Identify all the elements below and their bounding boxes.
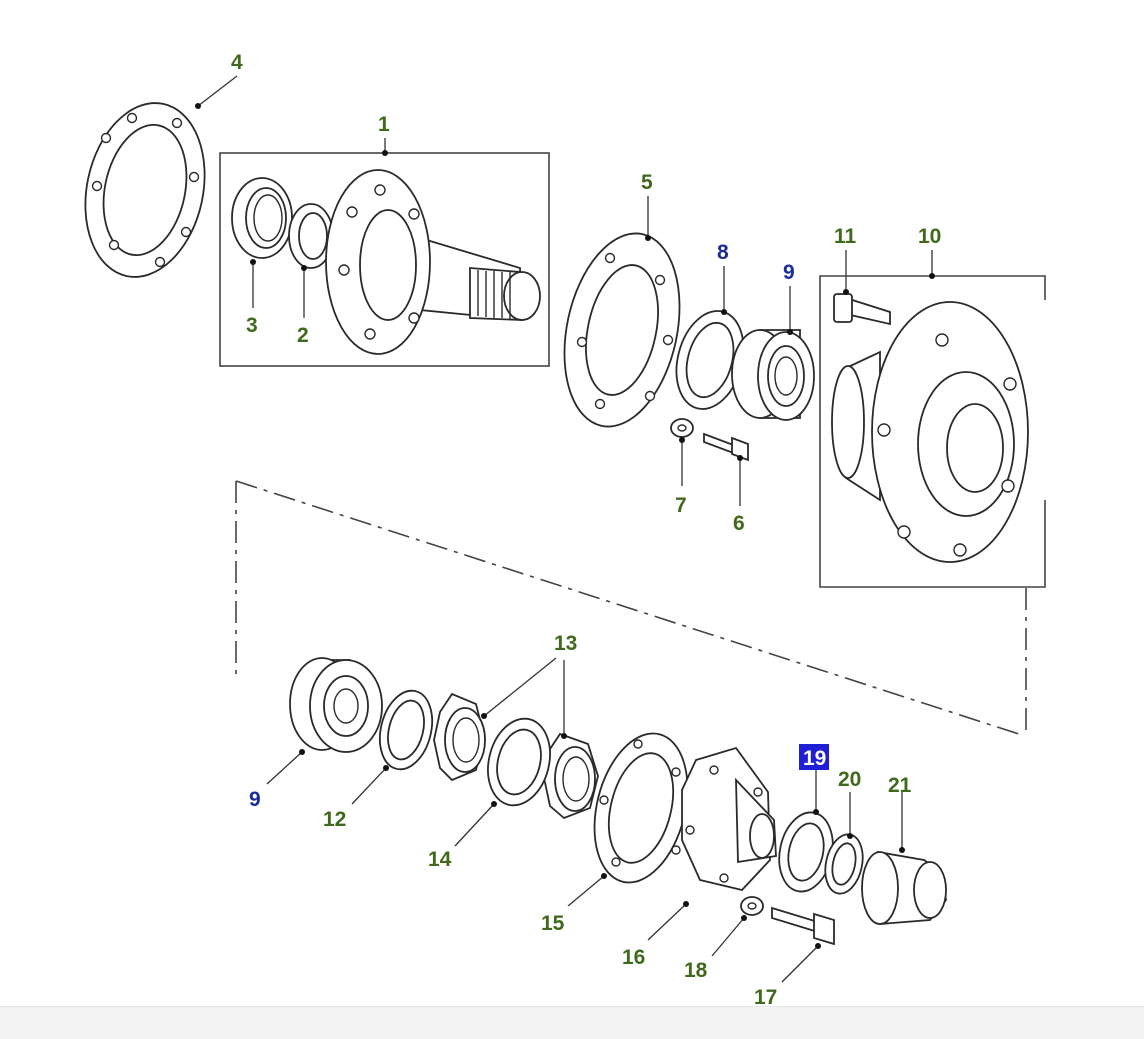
callout-14[interactable]: 14 — [428, 848, 452, 871]
callout-8[interactable]: 8 — [717, 241, 729, 264]
part-5-gasket[interactable] — [548, 223, 696, 438]
callout-20[interactable]: 20 — [838, 768, 861, 791]
part-18-washer[interactable] — [740, 896, 764, 916]
callout-4[interactable]: 4 — [231, 51, 243, 74]
callout-19[interactable]: 19 — [803, 747, 826, 770]
callout-labels: 4 1 3 2 5 8 9 11 10 7 6 9 12 13 14 15 16… — [231, 51, 941, 1006]
part-19-ring[interactable] — [772, 807, 839, 896]
callout-21[interactable]: 21 — [888, 774, 912, 797]
part-7-washer[interactable] — [670, 418, 694, 438]
exploded-hub-diagram: 4 1 3 2 5 8 9 11 10 7 6 9 12 13 14 15 16… — [70, 51, 1046, 1006]
callout-12[interactable]: 12 — [323, 808, 346, 831]
part-14-lock-washer[interactable] — [479, 712, 559, 812]
part-20-circlip[interactable] — [820, 831, 868, 897]
callout-10[interactable]: 10 — [918, 225, 941, 248]
callout-13[interactable]: 13 — [554, 632, 577, 655]
callout-9-lower[interactable]: 9 — [249, 788, 261, 811]
part-11-stud[interactable] — [833, 293, 891, 326]
callout-6[interactable]: 6 — [733, 512, 745, 535]
part-9-bearing-lower[interactable] — [289, 657, 383, 753]
callout-17[interactable]: 17 — [754, 986, 777, 1006]
part-17-bolt[interactable] — [771, 906, 835, 946]
callout-9-upper[interactable]: 9 — [783, 261, 795, 284]
part-10-hub[interactable] — [831, 301, 1029, 563]
callout-3[interactable]: 3 — [246, 314, 258, 337]
part-2-seal[interactable] — [288, 203, 334, 269]
footer-strip — [0, 1006, 1144, 1039]
part-4-gasket[interactable] — [70, 92, 220, 288]
callout-19-highlight — [799, 744, 829, 770]
part-6-bolt[interactable] — [703, 432, 749, 462]
callout-2[interactable]: 2 — [297, 324, 309, 347]
callout-18[interactable]: 18 — [684, 959, 708, 982]
part-21-hub-cap[interactable] — [861, 850, 947, 925]
callout-1[interactable]: 1 — [378, 113, 390, 136]
part-16-drive-flange[interactable] — [681, 746, 777, 891]
part-1-stub-axle[interactable] — [325, 169, 541, 355]
callout-16[interactable]: 16 — [622, 946, 645, 969]
part-13-nut-a[interactable] — [433, 692, 486, 782]
callout-11[interactable]: 11 — [834, 225, 857, 248]
part-8-seal[interactable] — [666, 303, 754, 416]
callout-15[interactable]: 15 — [541, 912, 565, 935]
part-13-nut-b[interactable] — [543, 732, 599, 820]
part-9-bearing-upper[interactable] — [731, 329, 815, 421]
callout-5[interactable]: 5 — [641, 171, 653, 194]
hub-assembly-frame — [819, 275, 1046, 588]
part-12-lock-washer[interactable] — [372, 685, 440, 775]
callout-7[interactable]: 7 — [675, 494, 687, 517]
part-3-seal[interactable] — [231, 177, 293, 259]
dash-diagonal — [235, 480, 1023, 736]
part-15-gasket[interactable] — [580, 724, 702, 893]
leader-lines — [195, 75, 935, 983]
